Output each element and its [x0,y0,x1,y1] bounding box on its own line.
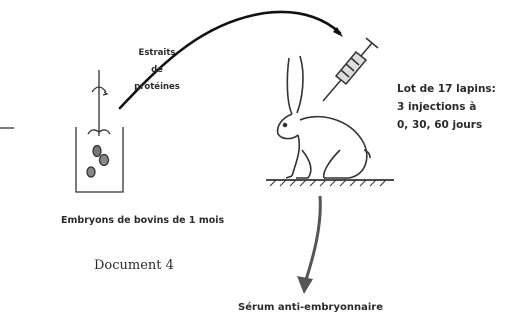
rabbit-lot-label: Lot de 17 lapins: 3 injections à 0, 30, … [397,80,496,134]
serum-arrowhead [297,276,313,294]
serum-caption: Sérum anti-embryonnaire [238,302,383,313]
embryos-caption: Embryons de bovins de 1 mois [61,215,224,226]
serum-arrow [305,196,320,283]
ground-hatching [266,180,394,186]
document-caption: Document 4 [94,258,174,273]
extract-label: Estraits de protéines [112,45,202,96]
extract-label-line-2: de [112,62,202,79]
syringe-icon [323,38,378,101]
lot-label-line-2: 3 injections à [397,98,496,116]
extract-label-line-3: protéines [112,79,202,96]
lot-label-line-3: 0, 30, 60 jours [397,116,496,134]
lot-label-line-1: Lot de 17 lapins: [397,80,496,98]
rabbit-illustration [278,56,370,178]
extract-label-line-1: Estraits [112,45,202,62]
